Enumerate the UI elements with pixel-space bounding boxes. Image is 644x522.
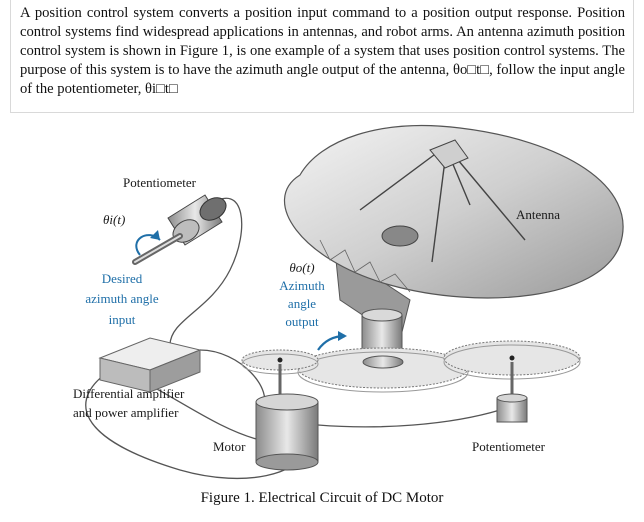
label-amplifier-1: Differential amplifier xyxy=(73,386,185,401)
output-potentiometer xyxy=(496,362,528,423)
output-rotation-arrow xyxy=(317,331,347,351)
label-azimuth-3: output xyxy=(285,314,319,329)
label-theta-i: θi(t) xyxy=(103,212,126,227)
antenna-dish xyxy=(283,125,624,341)
input-rotation-arrow xyxy=(135,230,161,256)
label-desired-1: Desired xyxy=(101,271,143,286)
label-azimuth-1: Azimuth xyxy=(279,278,325,293)
wires xyxy=(85,197,501,479)
figure-caption: Figure 1. Electrical Circuit of DC Motor xyxy=(200,490,444,506)
label-desired-3: input xyxy=(108,312,136,327)
motor-body xyxy=(255,364,319,471)
input-potentiometer xyxy=(132,194,227,265)
large-gear xyxy=(297,347,469,393)
label-desired-2: azimuth angle xyxy=(85,291,159,306)
label-motor: Motor xyxy=(213,439,246,454)
label-azimuth-2: angle xyxy=(287,296,317,311)
text-frame xyxy=(10,0,634,113)
label-theta-o: θo(t) xyxy=(289,260,315,275)
label-potentiometer-output: Potentiometer xyxy=(472,439,545,454)
intro-paragraph: A position control system converts a pos… xyxy=(20,5,625,97)
label-antenna: Antenna xyxy=(516,207,561,222)
label-potentiometer-input: Potentiometer xyxy=(123,175,196,190)
label-amplifier-2: and power amplifier xyxy=(73,405,179,420)
amplifier-box xyxy=(98,337,202,393)
